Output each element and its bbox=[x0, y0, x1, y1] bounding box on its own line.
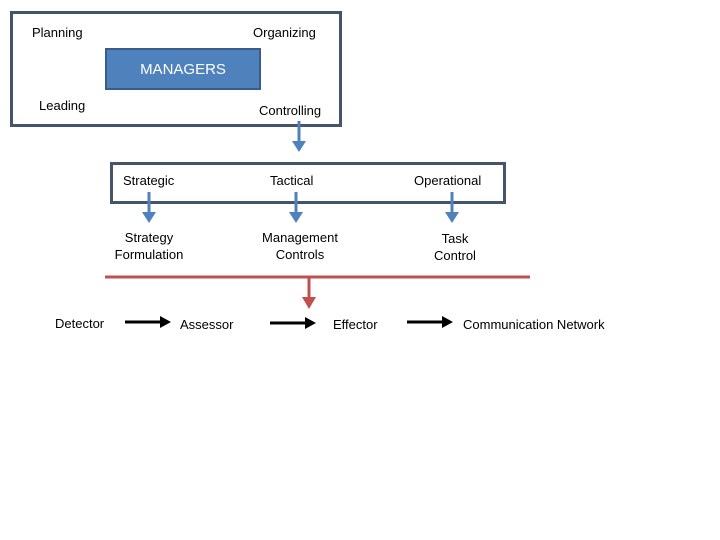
management-functions-box bbox=[10, 11, 342, 127]
task-control-label: Task Control bbox=[434, 231, 476, 263]
effector-label: Effector bbox=[333, 317, 378, 332]
strategy-formulation-label: Strategy Formulation bbox=[114, 230, 184, 262]
tactical-label: Tactical bbox=[270, 173, 314, 188]
leading-label: Leading bbox=[39, 98, 86, 113]
managers-box: MANAGERS bbox=[105, 48, 261, 90]
management-controls-label: Management Controls bbox=[262, 230, 338, 262]
operational-label: Operational bbox=[414, 173, 482, 188]
managers-label: MANAGERS bbox=[140, 60, 226, 78]
down-arrow-icon bbox=[289, 192, 303, 223]
right-arrow-icon bbox=[407, 316, 453, 328]
right-arrow-icon bbox=[270, 317, 316, 329]
strategic-label: Strategic bbox=[123, 173, 175, 188]
right-arrow-icon bbox=[125, 316, 171, 328]
management-levels-box bbox=[110, 162, 506, 204]
down-arrow-icon bbox=[445, 192, 459, 223]
planning-label: Planning bbox=[32, 25, 83, 40]
detector-label: Detector bbox=[55, 316, 105, 331]
down-arrow-icon bbox=[302, 277, 316, 309]
down-arrow-icon bbox=[142, 192, 156, 223]
communication-network-label: Communication Network bbox=[463, 317, 605, 332]
organizing-label: Organizing bbox=[253, 25, 316, 40]
controlling-label: Controlling bbox=[259, 103, 322, 118]
down-arrow-icon bbox=[292, 121, 306, 152]
assessor-label: Assessor bbox=[180, 317, 234, 332]
